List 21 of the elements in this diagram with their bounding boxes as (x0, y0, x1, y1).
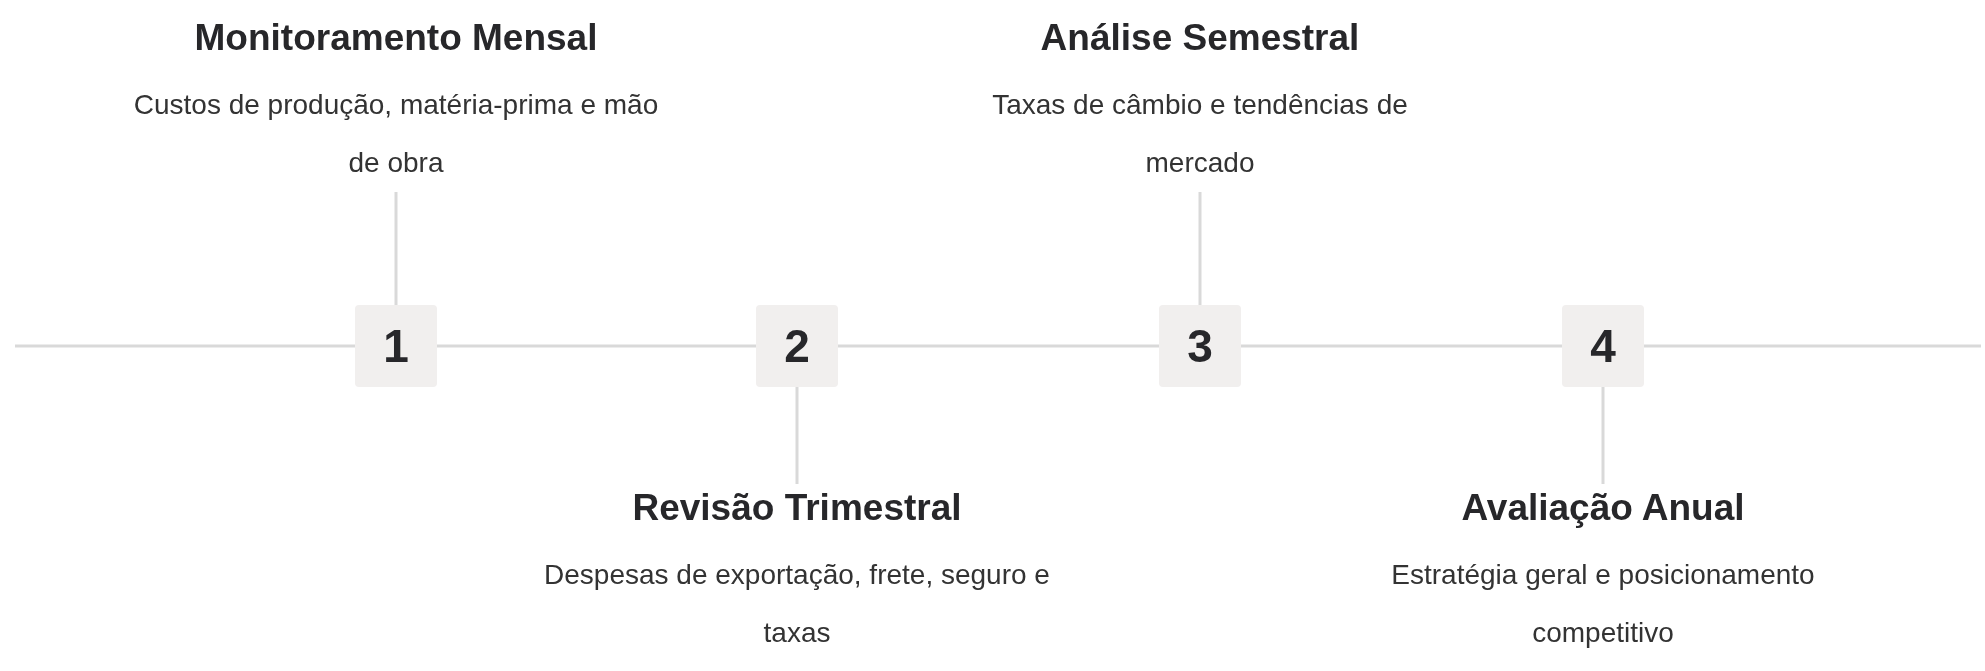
step-number-box: 2 (756, 305, 838, 387)
connector-line (1198, 192, 1202, 305)
step-title: Análise Semestral (1040, 16, 1360, 60)
step-number-box: 1 (355, 305, 437, 387)
connector-line (1644, 344, 1981, 348)
step-title: Revisão Trimestral (632, 486, 962, 530)
step-description: Despesas de exportação, frete, seguro e taxas (543, 558, 1051, 650)
connector-line (1241, 344, 1562, 348)
connector-line (1601, 387, 1605, 484)
step-description: Estratégia geral e posicionamento competitivo (1390, 558, 1816, 650)
step-number-box: 3 (1159, 305, 1241, 387)
step-number-box: 4 (1562, 305, 1644, 387)
connector-line (437, 344, 756, 348)
connector-line (394, 192, 398, 305)
step-title: Monitoramento Mensal (194, 16, 598, 60)
connector-line (795, 387, 799, 484)
connector-line (838, 344, 1159, 348)
connector-line (15, 344, 355, 348)
step-description: Custos de produção, matéria-prima e mão de obra (132, 88, 660, 180)
step-title: Avaliação Anual (1461, 486, 1745, 530)
step-description: Taxas de câmbio e tendências de mercado (991, 88, 1409, 180)
